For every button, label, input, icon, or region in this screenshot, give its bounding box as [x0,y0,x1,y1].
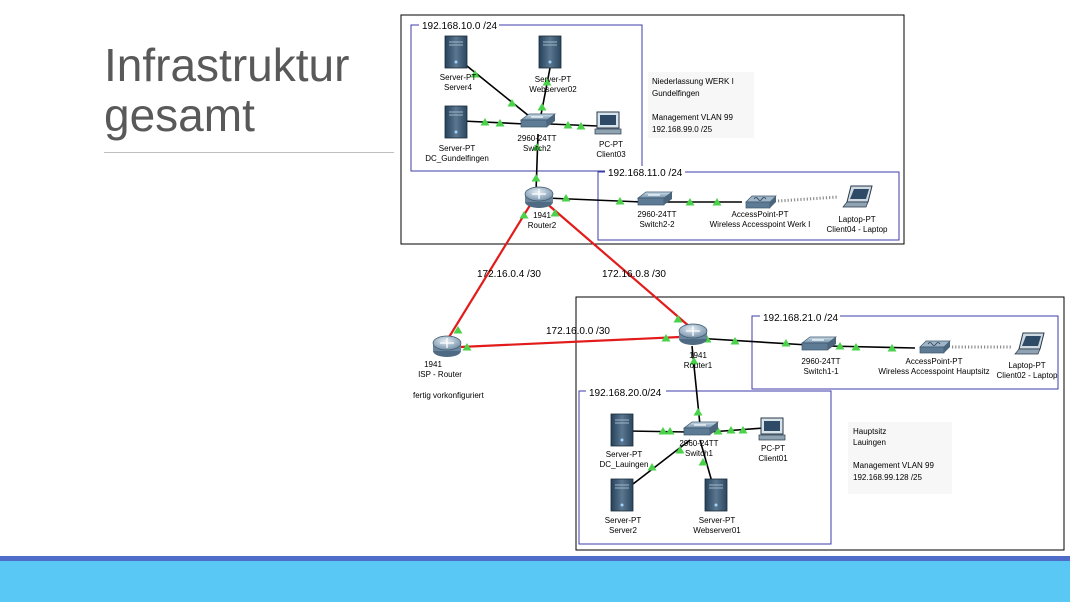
label-webserver01-type: Server-PT [699,516,736,525]
wireless-links [777,195,1012,349]
link-label-isp-werk: 172.16.0.4 /30 [477,269,541,280]
subnet-box-werk-lan [410,24,643,172]
label-switch1-name: Switch1 [685,449,714,458]
label-router1-type: 1941 [689,351,707,360]
slide-title-line-2: gesamt [104,89,255,141]
label-ap-werk-type: AccessPoint-PT [732,210,789,219]
lan-links [461,61,916,485]
ap-werk-icon [745,195,777,209]
label-client03-name: Client03 [596,150,626,159]
link-label-werk-haupt: 172.16.0.8 /30 [602,269,666,280]
note-haupt-line-4: Management VLAN 99 [853,461,934,470]
subnet-label-werk-lan: 192.168.10.0 /24 [422,21,498,32]
server4-icon [444,35,468,69]
label-dc-lauingen-name: DC_Lauingen [600,460,649,469]
label-server2-name: Server2 [609,526,638,535]
label-router2-type: 1941 [533,211,551,220]
webserver01-icon [704,478,728,512]
label-switch2-2-name: Switch2-2 [639,220,675,229]
note-werk-line-1: Niederlassung WERK I [652,77,734,86]
slide-title-line-1: Infrastruktur [104,39,350,91]
dc-gundelfingen-icon [444,105,468,139]
note-werk-line-5: 192.168.99.0 /25 [652,125,713,134]
label-router1-name: Router1 [684,361,713,370]
link-isp-werk [445,201,533,343]
label-dc-gundelfingen-name: DC_Gundelfingen [425,154,489,163]
subnet-box-werk-wlan [597,171,900,241]
label-webserver01-name: Webserver01 [693,526,741,535]
label-switch2-type: 2960-24TT [517,134,556,143]
note-werk-line-4: Management VLAN 99 [652,113,733,122]
label-ap-werk-name: Wireless Accesspoint Werk I [710,220,811,229]
label-client04-name: Client04 - Laptop [827,225,888,234]
site-haupt-frame [575,296,1065,551]
label-router2-name: Router2 [528,221,557,230]
label-server4-name: Server4 [444,83,473,92]
ap-haupt-icon [919,340,951,354]
note-haupt-line-5: 192.168.99.128 /25 [853,473,923,482]
server2-icon [610,478,634,512]
slide-title: Infrastruktur gesamt [104,40,349,140]
label-client01-type: PC-PT [761,444,785,453]
title-underline [104,152,394,153]
subnet-label-werk-wlan: 192.168.11.0 /24 [608,168,683,179]
label-server4-type: Server-PT [440,73,477,82]
client03-icon [594,111,622,135]
subnet-label-haupt-wlan: 192.168.21.0 /24 [763,313,839,324]
isp-router-icon [432,335,462,358]
dc-lauingen-icon [610,413,634,447]
client01-icon [758,417,786,441]
link-werk-haupt [544,201,691,328]
note-werk-line-2: Gundelfingen [652,89,700,98]
label-client02-name: Client02 - Laptop [997,371,1058,380]
label-isp-router-type: 1941 [424,360,442,369]
note-bg-werk [648,72,754,138]
label-client04-type: Laptop-PT [838,215,875,224]
label-webserver02-type: Server-PT [535,75,572,84]
label-webserver02-name: Webserver02 [529,85,577,94]
label-isp-router-name: ISP - Router [418,370,462,379]
note-bg-haupt [848,422,952,494]
label-client02-type: Laptop-PT [1008,361,1045,370]
webserver02-icon [538,35,562,69]
subnet-box-haupt-wlan [751,315,1059,390]
router2-icon [524,186,554,209]
label-server2-type: Server-PT [605,516,642,525]
label-switch1-1-type: 2960-24TT [801,357,840,366]
wan-links [445,201,691,349]
label-ap-haupt-type: AccessPoint-PT [906,357,963,366]
note-haupt-line-1: Hauptsitz [853,427,886,436]
label-ap-haupt-name: Wireless Accesspoint Hauptsitz [878,367,989,376]
router1-icon [678,323,708,346]
label-switch2-2-type: 2960-24TT [637,210,676,219]
link-label-isp-haupt: 172.16.0.0 /30 [546,326,610,337]
link-isp-haupt [459,335,681,349]
label-client01-name: Client01 [758,454,788,463]
label-dc-gundelfingen-type: Server-PT [439,144,476,153]
label-switch1-type: 2960-24TT [679,439,718,448]
note-haupt-line-2: Lauingen [853,438,886,447]
label-switch2-name: Switch2 [523,144,552,153]
footer-accent-line [0,556,1070,561]
label-dc-lauingen-type: Server-PT [606,450,643,459]
label-client03-type: PC-PT [599,140,623,149]
footer-accent-bar [0,561,1070,602]
subnet-box-haupt-lan [578,390,832,545]
label-switch1-1-name: Switch1-1 [803,367,839,376]
subnet-label-haupt-lan: 192.168.20.0/24 [589,388,662,399]
note-isp: fertig vorkonfiguriert [413,391,484,400]
